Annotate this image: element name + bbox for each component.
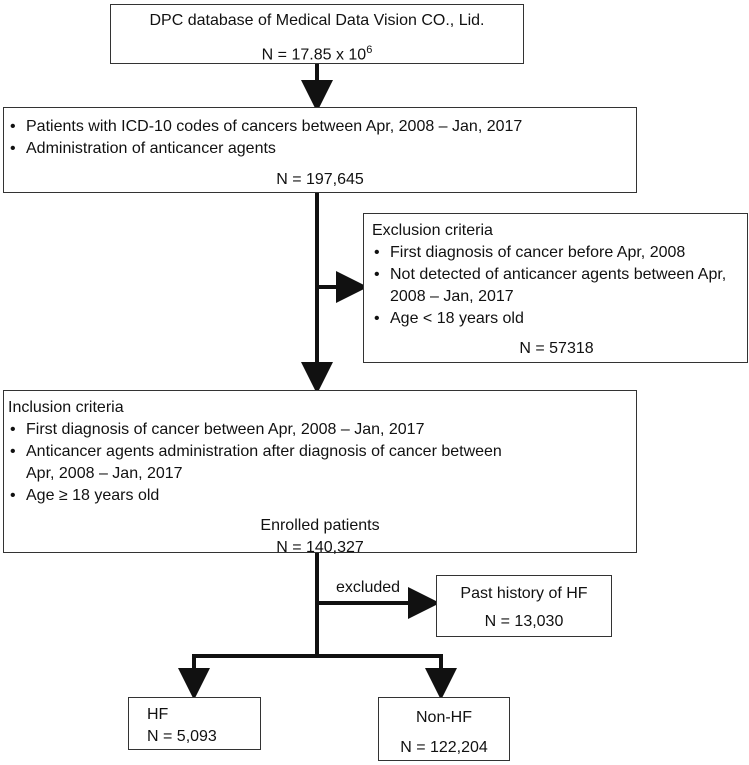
- past-hf-title: Past history of HF: [460, 585, 588, 602]
- past-hf-count: N = 13,030: [484, 613, 564, 630]
- list-item: Administration of anticancer agents: [8, 138, 632, 160]
- list-item: Not detected of anticancer agents betwee…: [372, 264, 741, 308]
- hf-count: N = 5,093: [147, 728, 217, 745]
- list-item: Anticancer agents administration after d…: [8, 441, 502, 485]
- exclusion-count: N = 57318: [519, 340, 594, 357]
- list-item: Age < 18 years old: [372, 308, 741, 330]
- source-title: DPC database of Medical Data Vision CO.,…: [149, 12, 485, 29]
- enrolled-label: Enrolled patients: [260, 517, 380, 534]
- source-box: DPC database of Medical Data Vision CO.,…: [110, 4, 524, 64]
- list-item: First diagnosis of cancer before Apr, 20…: [372, 242, 741, 264]
- hf-box: HF N = 5,093: [128, 697, 261, 750]
- exclusion-box: Exclusion criteria First diagnosis of ca…: [363, 213, 748, 363]
- inclusion-criteria-list: First diagnosis of cancer between Apr, 2…: [8, 419, 632, 507]
- excluded-label: excluded: [336, 579, 401, 596]
- non-hf-box: Non-HF N = 122,204: [378, 697, 510, 761]
- exclusion-criteria-list: First diagnosis of cancer before Apr, 20…: [372, 242, 741, 330]
- inclusion-title: Inclusion criteria: [8, 399, 124, 416]
- screening-box: Patients with ICD-10 codes of cancers be…: [3, 107, 637, 193]
- hf-title: HF: [147, 706, 169, 723]
- past-hf-box: Past history of HF N = 13,030: [436, 575, 612, 637]
- exclusion-title: Exclusion criteria: [372, 222, 493, 239]
- enrolled-count: N = 140,327: [276, 539, 364, 556]
- non-hf-count: N = 122,204: [400, 739, 488, 756]
- non-hf-title: Non-HF: [415, 709, 472, 726]
- screening-count: N = 197,645: [276, 171, 364, 188]
- inclusion-box: Inclusion criteria First diagnosis of ca…: [3, 390, 637, 556]
- screening-criteria-list: Patients with ICD-10 codes of cancers be…: [8, 116, 632, 160]
- list-item: Age ≥ 18 years old: [8, 485, 502, 507]
- list-item: First diagnosis of cancer between Apr, 2…: [8, 419, 502, 441]
- source-count: N = 17.85 x 106: [261, 44, 373, 64]
- list-item: Patients with ICD-10 codes of cancers be…: [8, 116, 632, 138]
